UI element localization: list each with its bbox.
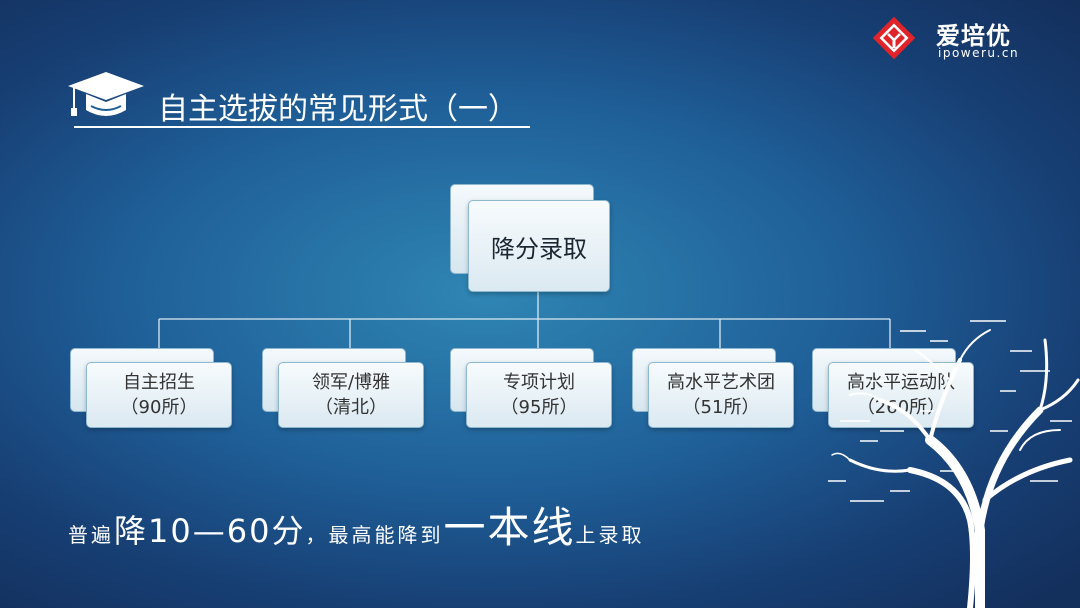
brand-name: 爱培优 [936, 22, 1011, 50]
child-node-name: 领军/博雅 [311, 372, 391, 393]
child-node-name: 高水平运动队 [847, 372, 955, 393]
child-node-name: 专项计划 [503, 372, 575, 393]
summary-part-1: 普遍 [68, 523, 114, 547]
summary-part-3: ，最高能降到 [305, 523, 444, 547]
child-node-detail: （95所） [500, 397, 578, 418]
root-node: 降分录取 [450, 184, 610, 292]
formula-tree-illustration [828, 320, 1080, 608]
root-node-front: 降分录取 [468, 200, 610, 292]
child-node-detail: （清北） [315, 397, 387, 418]
summary-text: 普遍降10—60分，最高能降到一本线上录取 [68, 494, 644, 555]
title-underline [74, 126, 530, 128]
child-node-detail: （260所） [856, 397, 946, 418]
graduation-cap-icon [68, 72, 144, 116]
summary-part-5: 上录取 [575, 523, 645, 547]
child-node: 高水平艺术团 （51所） [632, 348, 794, 428]
brand-logo-icon [872, 16, 916, 60]
page-title: 自主选拔的常见形式（一） [158, 92, 518, 127]
child-node: 自主招生 （90所） [70, 348, 232, 428]
child-node-name: 自主招生 [123, 372, 195, 393]
summary-part-2: 降10—60分 [114, 512, 306, 550]
child-node: 专项计划 （95所） [450, 348, 612, 428]
child-node: 领军/博雅 （清北） [262, 348, 424, 428]
brand-logo: 爱培优 ipoweru.cn [866, 10, 1036, 66]
brand-url: ipoweru.cn [938, 46, 1020, 60]
child-node-detail: （90所） [120, 397, 198, 418]
summary-part-4: 一本线 [443, 503, 576, 552]
child-node-name: 高水平艺术团 [667, 372, 775, 393]
root-node-label: 降分录取 [491, 234, 587, 263]
child-node-detail: （51所） [682, 397, 760, 418]
